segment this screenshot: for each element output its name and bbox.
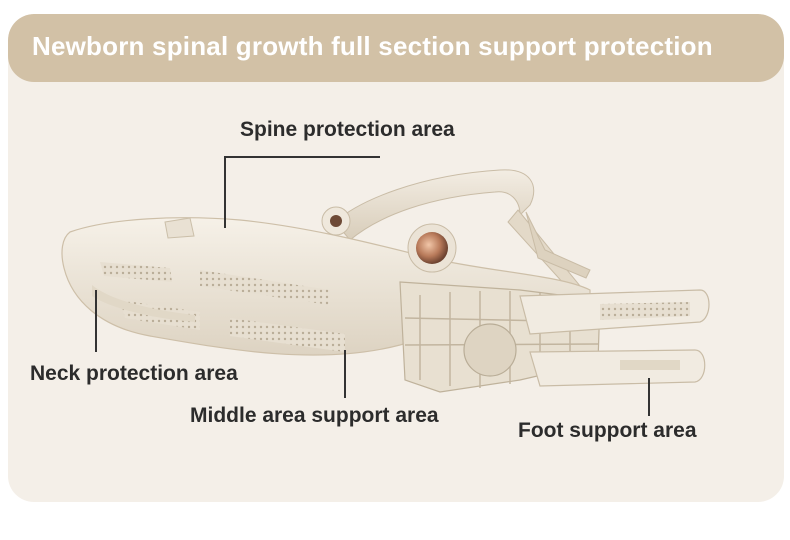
center-hub xyxy=(463,323,517,377)
copper-knob xyxy=(416,232,448,264)
spine-leader-v xyxy=(224,156,226,228)
neck-protection-label: Neck protection area xyxy=(30,362,238,385)
neck-leader xyxy=(95,290,97,352)
side-panel xyxy=(92,285,195,322)
handle-arch xyxy=(334,169,535,241)
vent-panel xyxy=(100,262,172,282)
vent-panel xyxy=(200,270,330,305)
foot-leader xyxy=(648,378,650,416)
foot-tray-lower-slot xyxy=(620,360,680,370)
hinge-dot xyxy=(330,215,342,227)
middle-support-label: Middle area support area xyxy=(190,404,439,427)
foot-tray-upper-slots xyxy=(600,302,690,320)
support-strut xyxy=(525,211,591,279)
foot-support-label: Foot support area xyxy=(518,419,697,442)
banner-title: Newborn spinal growth full section suppo… xyxy=(32,31,713,61)
spine-protection-label: Spine protection area xyxy=(240,118,455,141)
vent-panel xyxy=(230,318,345,352)
title-banner: Newborn spinal growth full section suppo… xyxy=(8,14,784,82)
foot-tray-lower xyxy=(529,349,706,387)
spine-leader-h xyxy=(225,156,380,158)
middle-leader xyxy=(344,350,346,398)
top-tab xyxy=(164,217,195,239)
